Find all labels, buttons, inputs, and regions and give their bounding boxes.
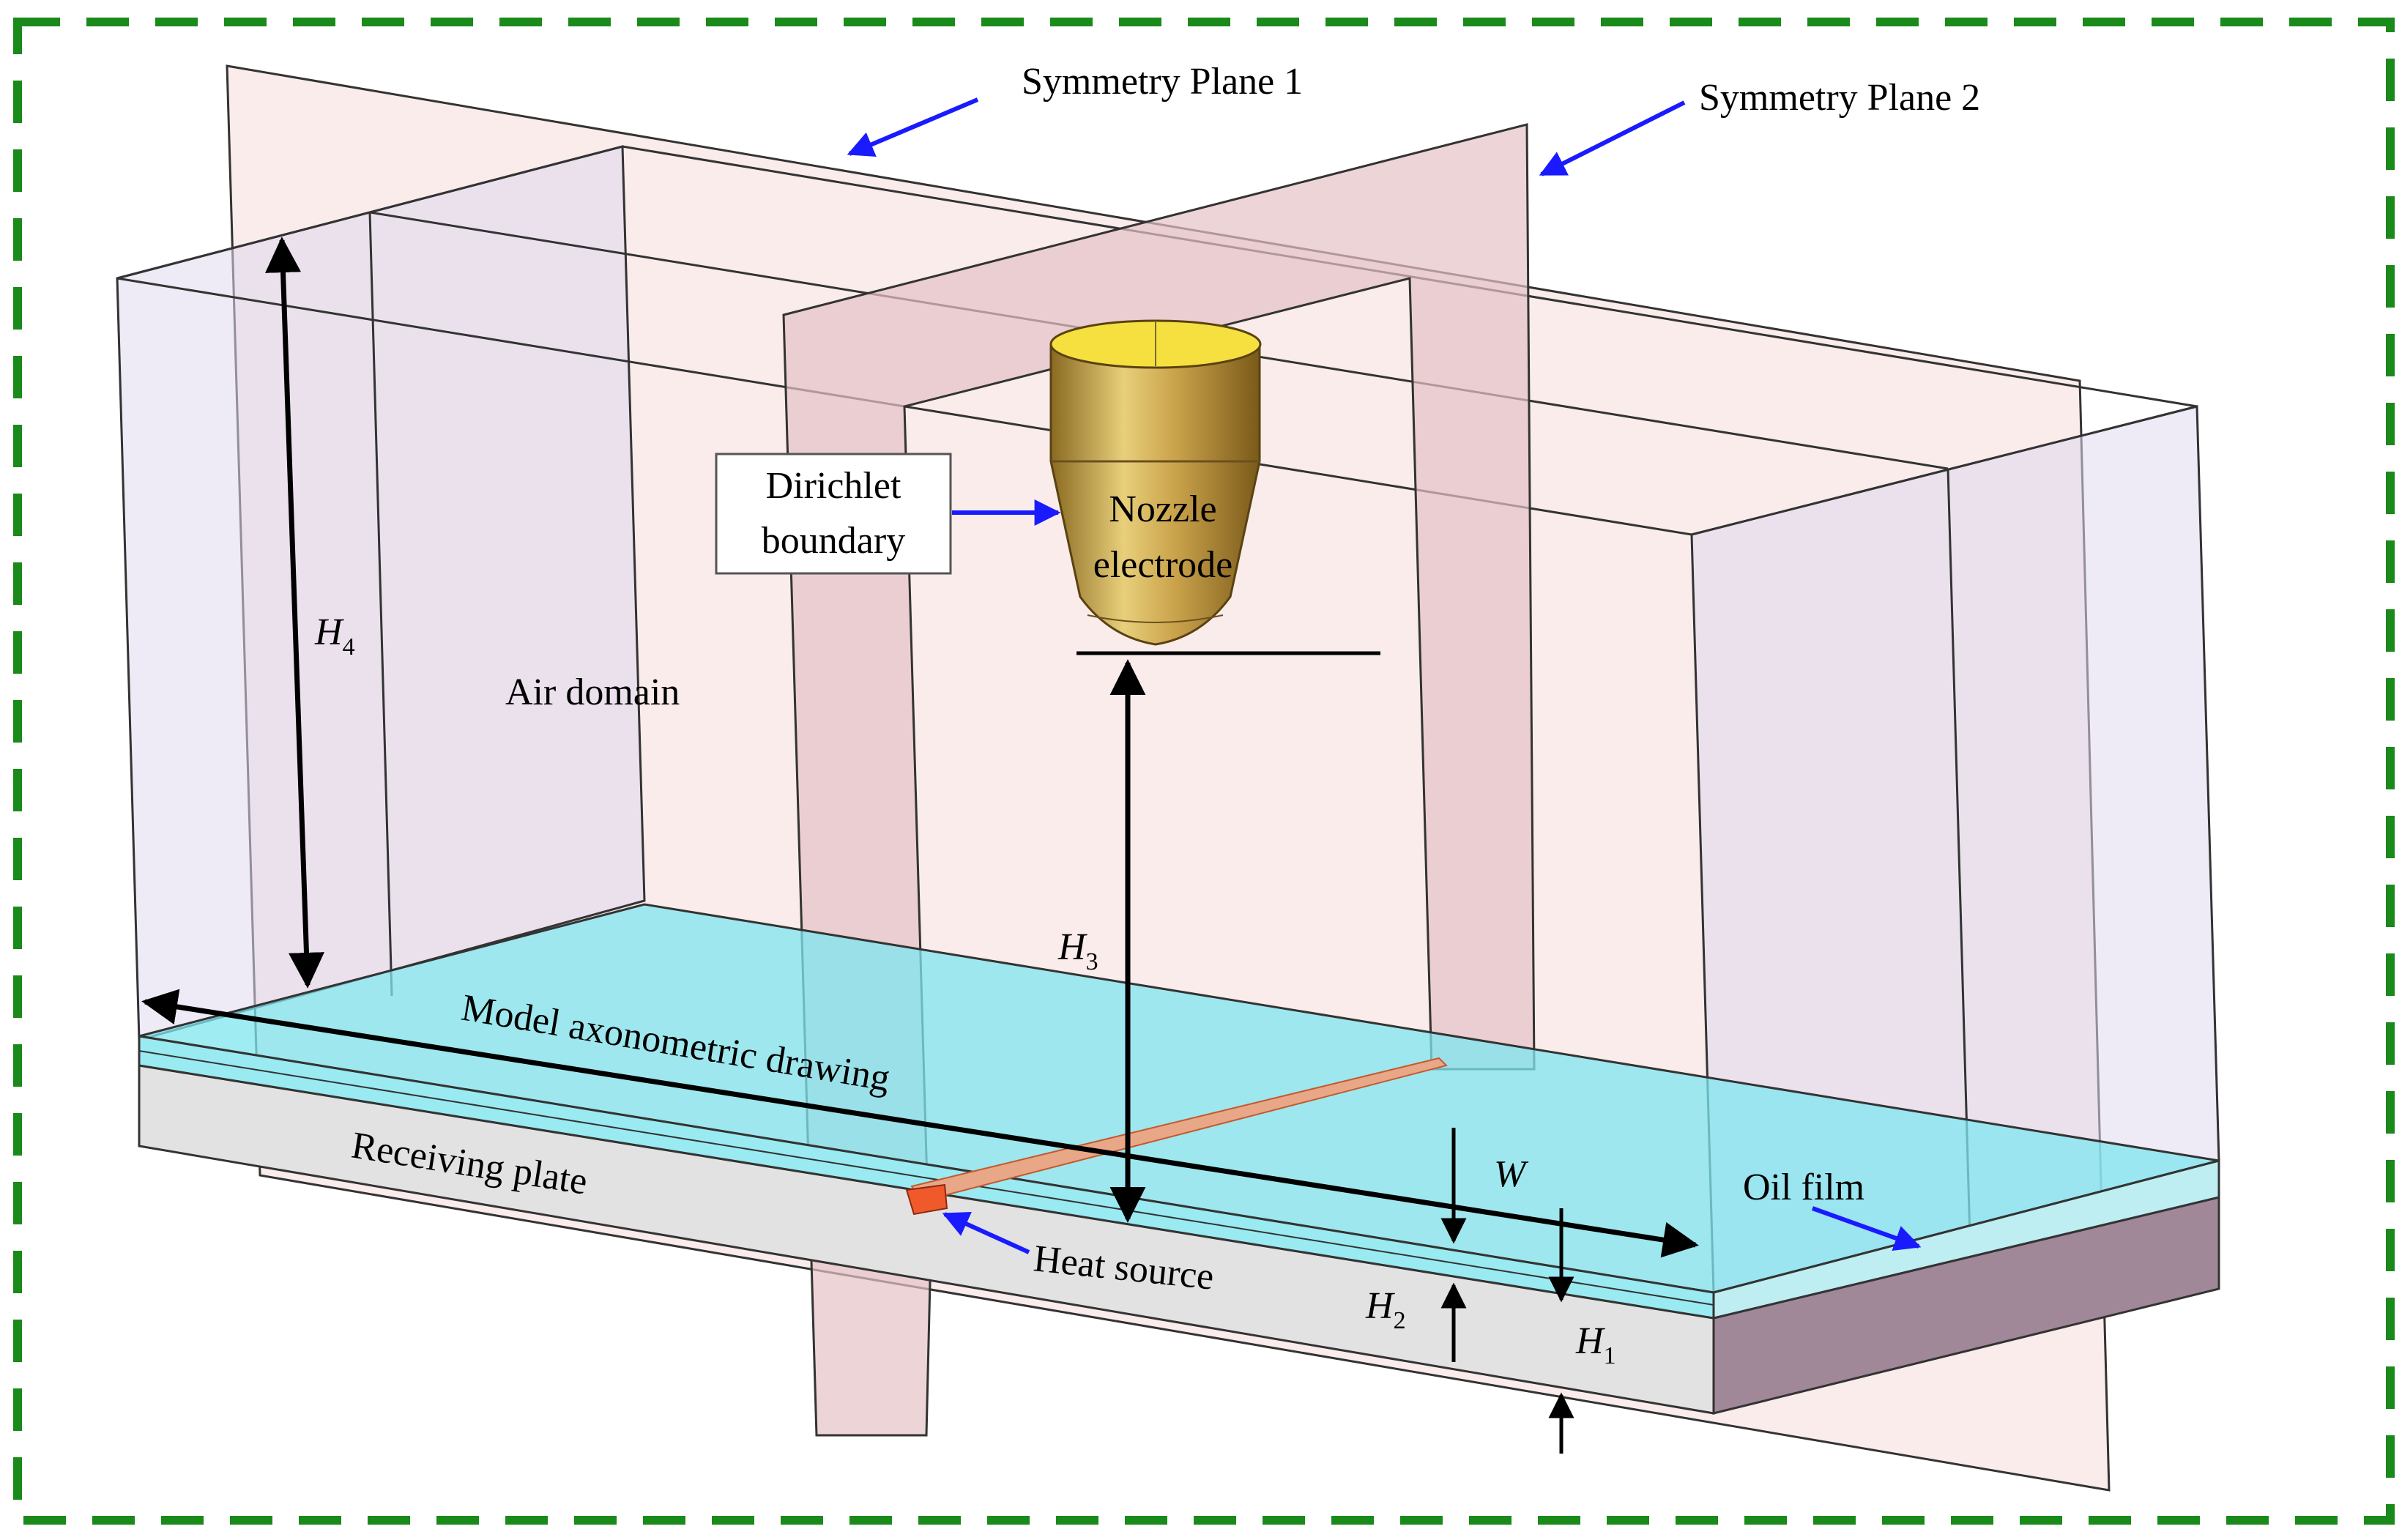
pointer-arrow-symmetry-plane-1 — [847, 97, 979, 157]
dirichlet-label-line1: Dirichlet — [766, 465, 901, 507]
pointer-arrow-symmetry-plane-2 — [1539, 100, 1686, 176]
h4-label: H4 — [314, 611, 355, 661]
nozzle-electrode — [1049, 319, 1262, 646]
heat-source-block — [905, 1183, 948, 1216]
h4-dimension-arrow — [265, 237, 324, 989]
h2-label: H2 — [1365, 1285, 1406, 1334]
h1-label: H1 — [1575, 1320, 1616, 1369]
air-domain-inner-edge-vertical-right — [1946, 468, 1971, 1238]
oil-film-label: Oil film — [1743, 1167, 1864, 1208]
nozzle-label-line1: Nozzle — [1109, 488, 1216, 530]
outer-dashed-frame — [13, 18, 2395, 1525]
air-domain-inner-edge-vertical — [368, 212, 393, 997]
h3-label: H3 — [1057, 926, 1098, 975]
oil-film-side — [1712, 1159, 2220, 1320]
nozzle-label-line2: electrode — [1093, 544, 1233, 586]
dirichlet-label-line2: boundary — [762, 520, 905, 562]
symmetry-plane-1-label: Symmetry Plane 1 — [1022, 61, 1303, 103]
dirichlet-label-box — [715, 453, 952, 575]
symmetry-plane-2-label: Symmetry Plane 2 — [1699, 77, 1980, 119]
model-length-arrow — [141, 989, 1699, 1258]
w-label: W — [1494, 1153, 1529, 1195]
air-domain-label: Air domain — [505, 672, 680, 713]
pointer-arrow-oil-film — [1811, 1206, 1922, 1251]
pointer-arrow-heat-source — [942, 1211, 1030, 1254]
